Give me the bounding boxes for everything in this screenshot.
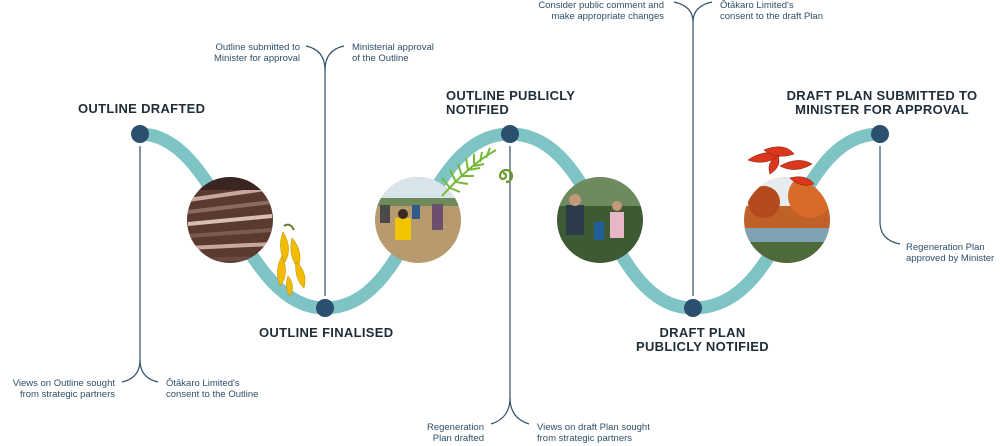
note-regeneration-plan-approved-line1: Regeneration Plan xyxy=(906,242,985,253)
stage-draft-plan-publicly-notified: DRAFT PLAN PUBLICLY NOTIFIED xyxy=(630,326,775,354)
stage-outline-publicly-notified-line2: NOTIFIED xyxy=(446,102,510,117)
note-views-on-draft-plan: Views on draft Plan sought from strategi… xyxy=(537,422,650,444)
note-ministerial-approval-line2: of the Outline xyxy=(352,53,409,64)
stage-outline-finalised-label: OUTLINE FINALISED xyxy=(259,325,394,340)
stage-draft-plan-submitted: DRAFT PLAN SUBMITTED TO MINISTER FOR APP… xyxy=(784,89,980,117)
note-consider-public-comment-line2: make appropriate changes xyxy=(551,11,665,22)
kowhai-stem-icon xyxy=(283,223,295,231)
red-flower-icon xyxy=(747,146,815,186)
connectors xyxy=(121,1,901,425)
note-outline-submitted-line1: Outline submitted to xyxy=(215,42,301,53)
note-consider-public-comment-line1: Consider public comment and xyxy=(538,0,664,11)
note-views-on-outline-line2: from strategic partners xyxy=(19,389,115,400)
node-outline-drafted xyxy=(131,125,149,143)
fern-icon xyxy=(441,147,497,197)
note-outline-submitted-line2: Minister for approval xyxy=(213,53,300,64)
note-otakaro-consent-draft-line1: Ōtākaro Limited's xyxy=(720,0,794,11)
note-ministerial-approval: Ministerial approval of the Outline xyxy=(352,42,434,64)
stage-draft-plan-publicly-notified-line1: DRAFT PLAN xyxy=(659,325,746,340)
note-regeneration-plan-drafted-line2: Plan drafted xyxy=(432,433,484,444)
kowhai-flower-icon xyxy=(277,231,306,297)
stage-draft-plan-publicly-notified-line2: PUBLICLY NOTIFIED xyxy=(636,339,769,354)
stage-outline-publicly-notified-line1: OUTLINE PUBLICLY xyxy=(446,88,576,103)
note-otakaro-consent-draft: Ōtākaro Limited's consent to the draft P… xyxy=(720,0,823,22)
note-regeneration-plan-drafted-line1: Regeneration xyxy=(426,422,484,433)
note-otakaro-consent-outline-line2: consent to the Outline xyxy=(166,389,259,400)
river-photo xyxy=(744,177,830,263)
note-otakaro-consent-outline: Ōtākaro Limited's consent to the Outline xyxy=(166,378,258,400)
note-otakaro-consent-outline-line1: Ōtākaro Limited's xyxy=(166,378,240,389)
note-consider-public-comment: Consider public comment and make appropr… xyxy=(538,0,664,22)
note-views-on-draft-plan-line2: from strategic partners xyxy=(537,433,633,444)
note-outline-submitted: Outline submitted to Minister for approv… xyxy=(214,42,300,64)
note-views-on-outline-line1: Views on Outline sought xyxy=(12,378,115,389)
node-draft-plan-publicly-notified xyxy=(684,299,702,317)
note-ministerial-approval-line1: Ministerial approval xyxy=(352,42,434,53)
note-regeneration-plan-approved-line2: approved by Minister xyxy=(906,253,995,264)
node-draft-plan-submitted xyxy=(871,125,889,143)
stage-outline-publicly-notified: OUTLINE PUBLICLY NOTIFIED xyxy=(446,89,575,117)
stage-draft-plan-submitted-line2: MINISTER FOR APPROVAL xyxy=(795,102,969,117)
node-outline-finalised xyxy=(316,299,334,317)
stage-outline-finalised: OUTLINE FINALISED xyxy=(259,326,393,340)
stage-outline-drafted-label: OUTLINE DRAFTED xyxy=(78,101,206,116)
note-regeneration-plan-approved: Regeneration Plan approved by Minister xyxy=(906,242,994,264)
note-views-on-outline: Views on Outline sought from strategic p… xyxy=(13,378,115,400)
node-outline-publicly-notified xyxy=(501,125,519,143)
koru-icon xyxy=(498,168,514,184)
note-regeneration-plan-drafted: Regeneration Plan drafted xyxy=(427,422,484,444)
stage-outline-drafted: OUTLINE DRAFTED xyxy=(78,102,205,116)
tunnel-photo xyxy=(187,177,273,263)
stage-draft-plan-submitted-line1: DRAFT PLAN SUBMITTED TO xyxy=(786,88,978,103)
family-photo xyxy=(557,177,643,263)
note-views-on-draft-plan-line1: Views on draft Plan sought xyxy=(537,422,650,433)
note-otakaro-consent-draft-line2: consent to the draft Plan xyxy=(720,11,823,22)
